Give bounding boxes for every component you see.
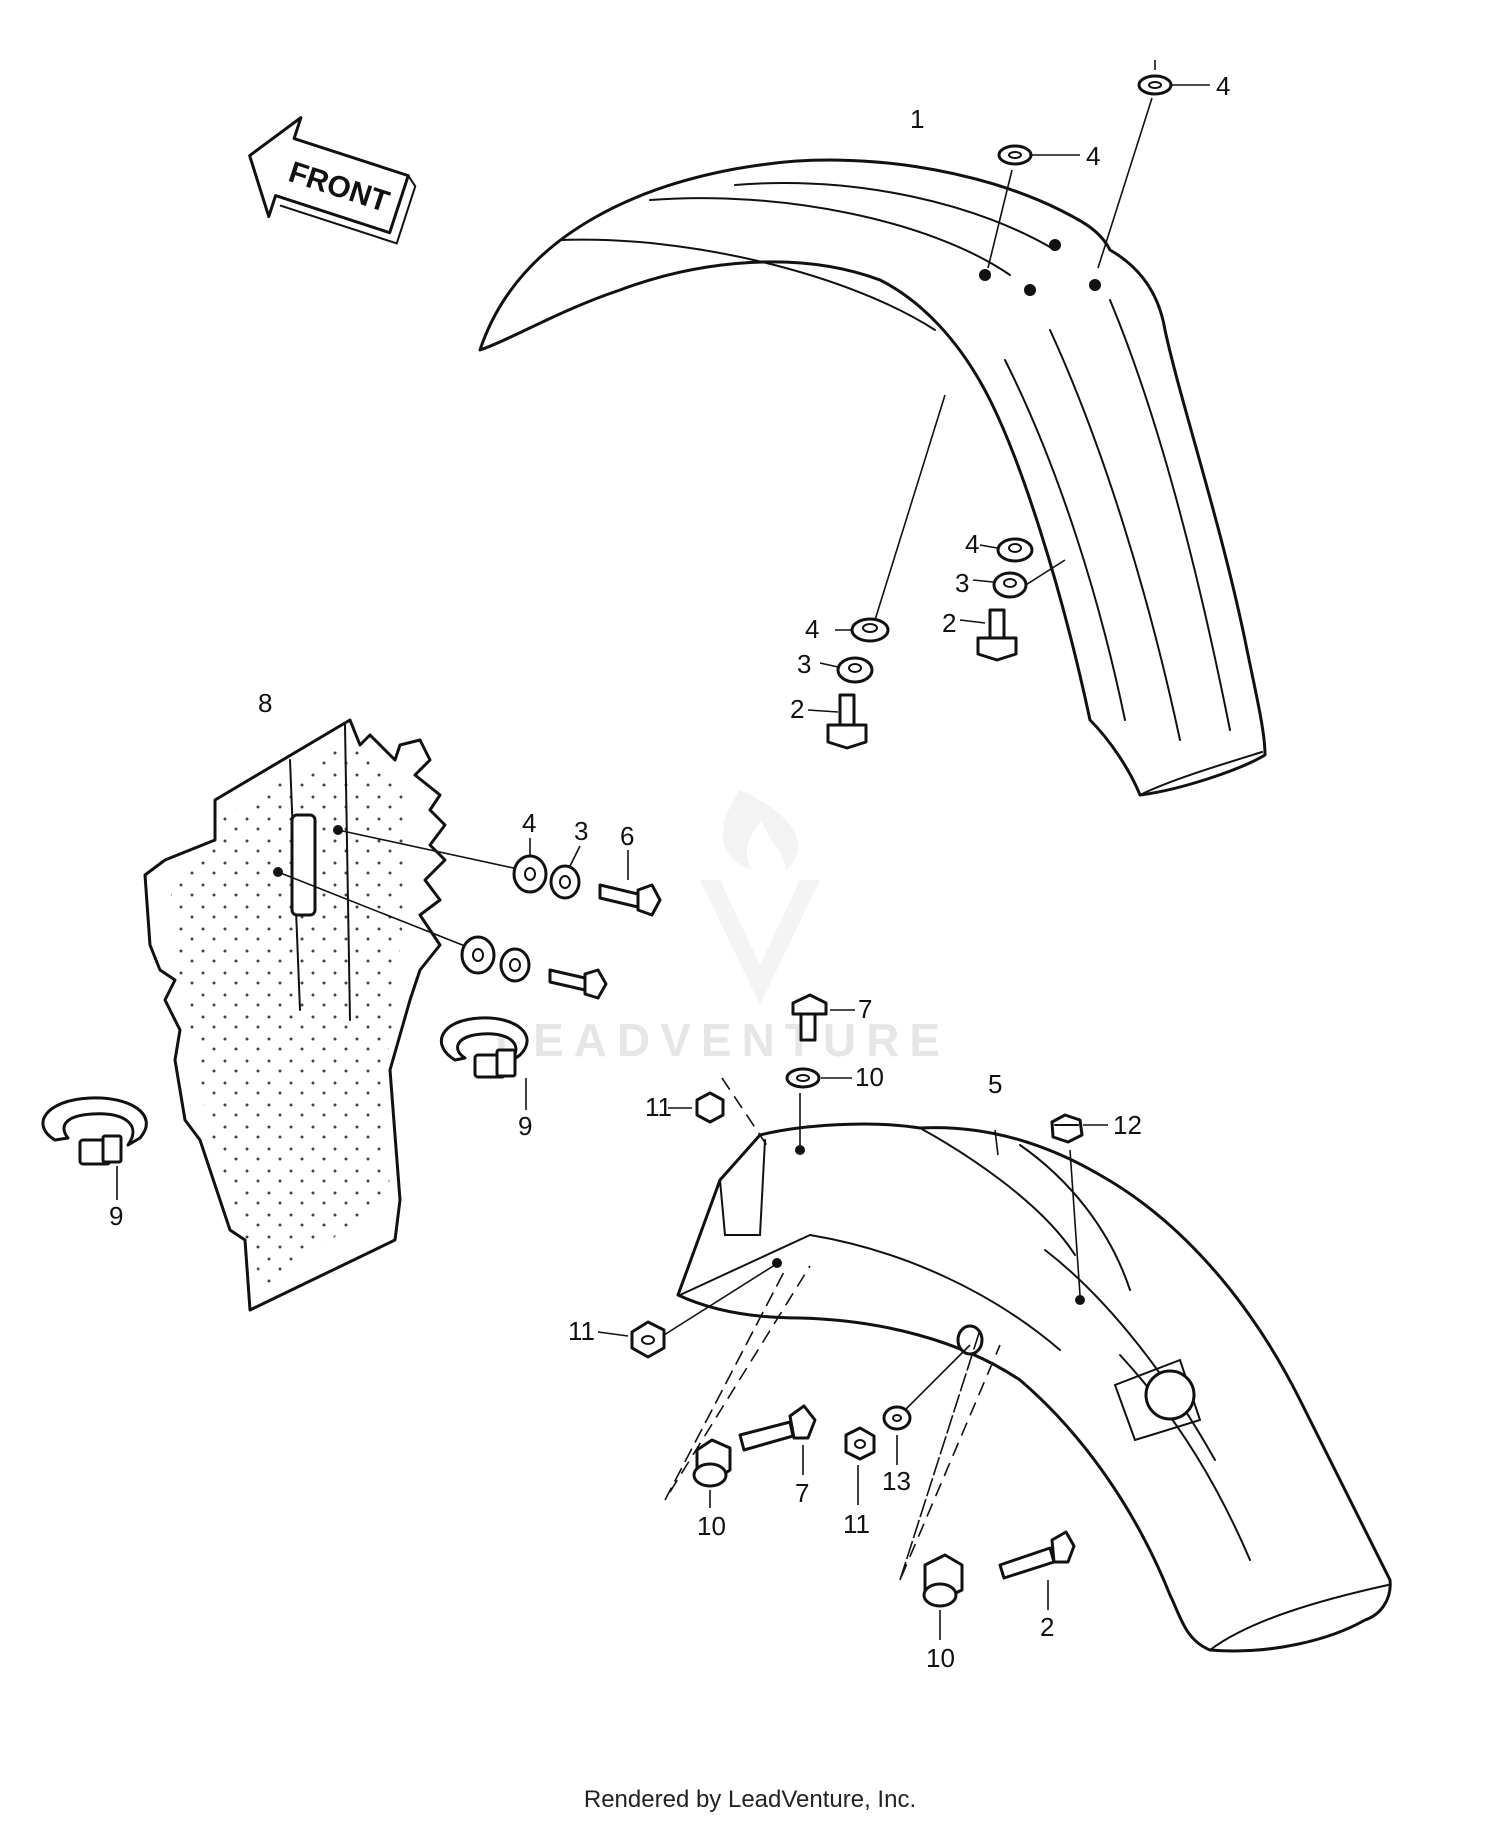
callout-13: 13 bbox=[882, 1466, 911, 1496]
lock-washer-front-right bbox=[992, 571, 1028, 599]
callout-6: 6 bbox=[620, 821, 634, 851]
callout-10-lower-right: 10 bbox=[926, 1643, 955, 1673]
clamp-right bbox=[439, 1016, 529, 1079]
callout-7-side: 7 bbox=[795, 1478, 809, 1508]
washer-top-right bbox=[1137, 74, 1173, 96]
footer-credit: Rendered by LeadVenture, Inc. bbox=[583, 1786, 917, 1813]
callout-3-front-left: 3 bbox=[797, 649, 811, 679]
lock-washer-flap-upper bbox=[549, 864, 581, 900]
callout-4-front-left: 4 bbox=[805, 614, 819, 644]
bolt-front-left bbox=[826, 693, 868, 750]
washer-13 bbox=[882, 1405, 912, 1431]
callout-3-flap: 3 bbox=[574, 816, 588, 846]
nut-12 bbox=[1050, 1113, 1084, 1144]
nut-top-left bbox=[695, 1091, 725, 1124]
callout-7-top: 7 bbox=[858, 994, 872, 1024]
callout-3-front-right: 3 bbox=[955, 568, 969, 598]
bolt-2-rear bbox=[998, 1530, 1076, 1580]
washer-front-right bbox=[996, 537, 1034, 563]
callout-9-left: 9 bbox=[109, 1201, 123, 1231]
callout-2-front-left: 2 bbox=[790, 694, 804, 724]
callout-2-rear: 2 bbox=[1040, 1612, 1054, 1642]
watermark-text: LEADVENTURE bbox=[495, 1014, 950, 1066]
callout-4-top-left: 4 bbox=[1086, 141, 1100, 171]
callout-1: 1 bbox=[910, 104, 924, 134]
front-direction-arrow: FRONT bbox=[248, 116, 417, 245]
collar-lower-right bbox=[922, 1553, 964, 1608]
callout-2-front-right: 2 bbox=[942, 608, 956, 638]
clamp-left bbox=[41, 1096, 148, 1166]
callout-4-front-right: 4 bbox=[965, 529, 979, 559]
callout-12: 12 bbox=[1113, 1110, 1142, 1140]
mud-flap bbox=[143, 718, 447, 1312]
front-fender bbox=[478, 158, 1267, 797]
collar-top bbox=[785, 1067, 821, 1089]
callout-4-flap: 4 bbox=[522, 808, 536, 838]
callout-8: 8 bbox=[258, 688, 272, 718]
callout-11-top: 11 bbox=[645, 1092, 672, 1122]
nut-side-right bbox=[844, 1426, 876, 1461]
lock-washer-front-left bbox=[836, 656, 874, 684]
callout-11-side: 11 bbox=[568, 1316, 595, 1346]
callout-11-lower: 11 bbox=[843, 1509, 870, 1539]
collar-lower-left bbox=[692, 1438, 732, 1488]
washer-front-left bbox=[850, 617, 890, 643]
callout-9-right: 9 bbox=[518, 1111, 532, 1141]
washer-top-left bbox=[997, 144, 1033, 166]
bolt-flap-upper bbox=[598, 883, 662, 917]
callout-5: 5 bbox=[988, 1069, 1002, 1099]
rear-fender bbox=[676, 1122, 1392, 1653]
watermark-logo bbox=[700, 790, 820, 1005]
lock-washer-flap-lower bbox=[499, 947, 531, 983]
callout-10-top: 10 bbox=[855, 1062, 884, 1092]
bolt-front-right bbox=[976, 608, 1018, 662]
bolt-7-top bbox=[791, 993, 828, 1042]
bolt-7-side bbox=[738, 1404, 817, 1452]
bolt-flap-lower bbox=[548, 968, 608, 1000]
callout-4-top-right: 4 bbox=[1216, 71, 1230, 101]
nut-side-left bbox=[630, 1320, 666, 1359]
washer-flap-lower bbox=[460, 935, 496, 975]
washer-flap-upper bbox=[512, 854, 548, 894]
callout-10-lower-left: 10 bbox=[697, 1511, 726, 1541]
